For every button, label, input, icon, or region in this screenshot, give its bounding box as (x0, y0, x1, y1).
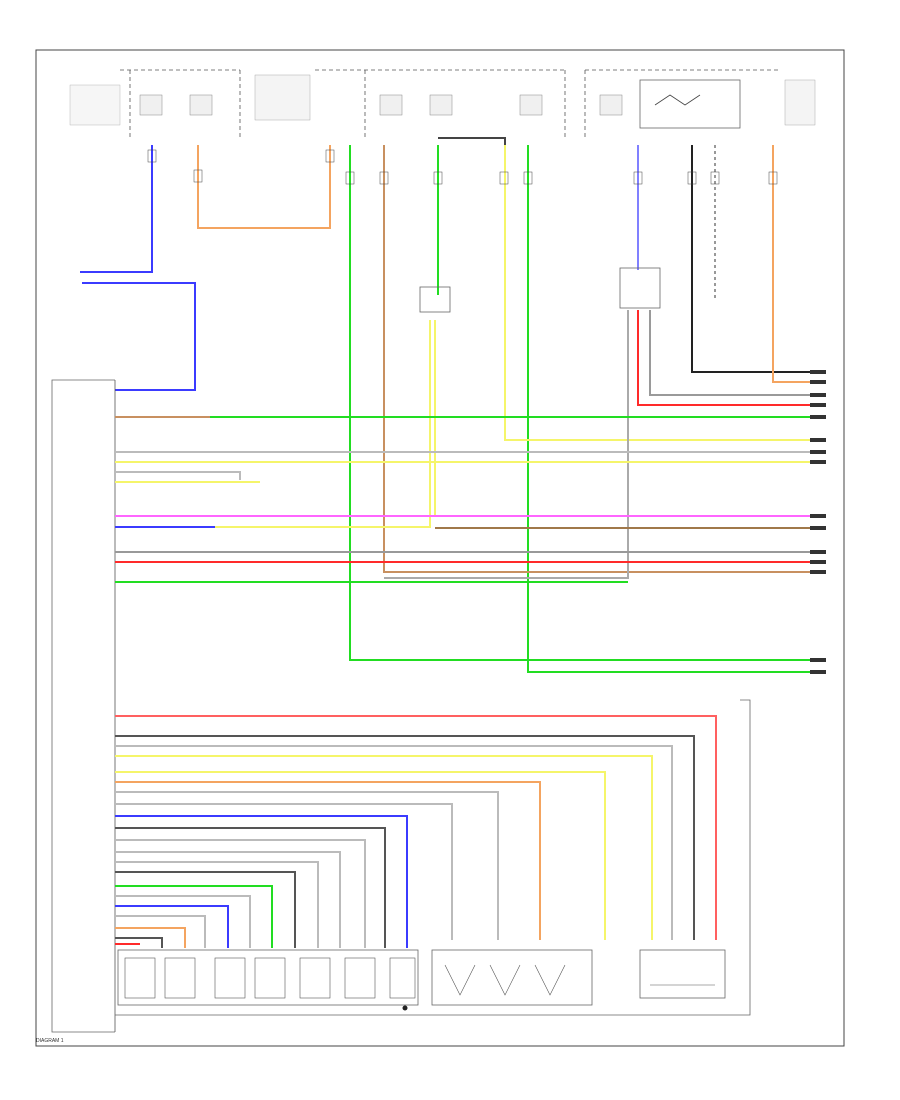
solenoid-wires (115, 715, 717, 948)
engine-control-module (51, 379, 116, 1033)
connector-symbols (147, 149, 778, 313)
right-connectors (810, 370, 826, 674)
diagram-frame (35, 49, 845, 1047)
ecm-wires (115, 416, 818, 583)
top-wires (80, 137, 818, 673)
solenoid-assembly (115, 699, 751, 1016)
ground-icon (402, 1005, 408, 1011)
top-components (69, 69, 816, 140)
dlc-connector (419, 286, 451, 313)
page-reference: DIAGRAM 1 (36, 1038, 64, 1044)
